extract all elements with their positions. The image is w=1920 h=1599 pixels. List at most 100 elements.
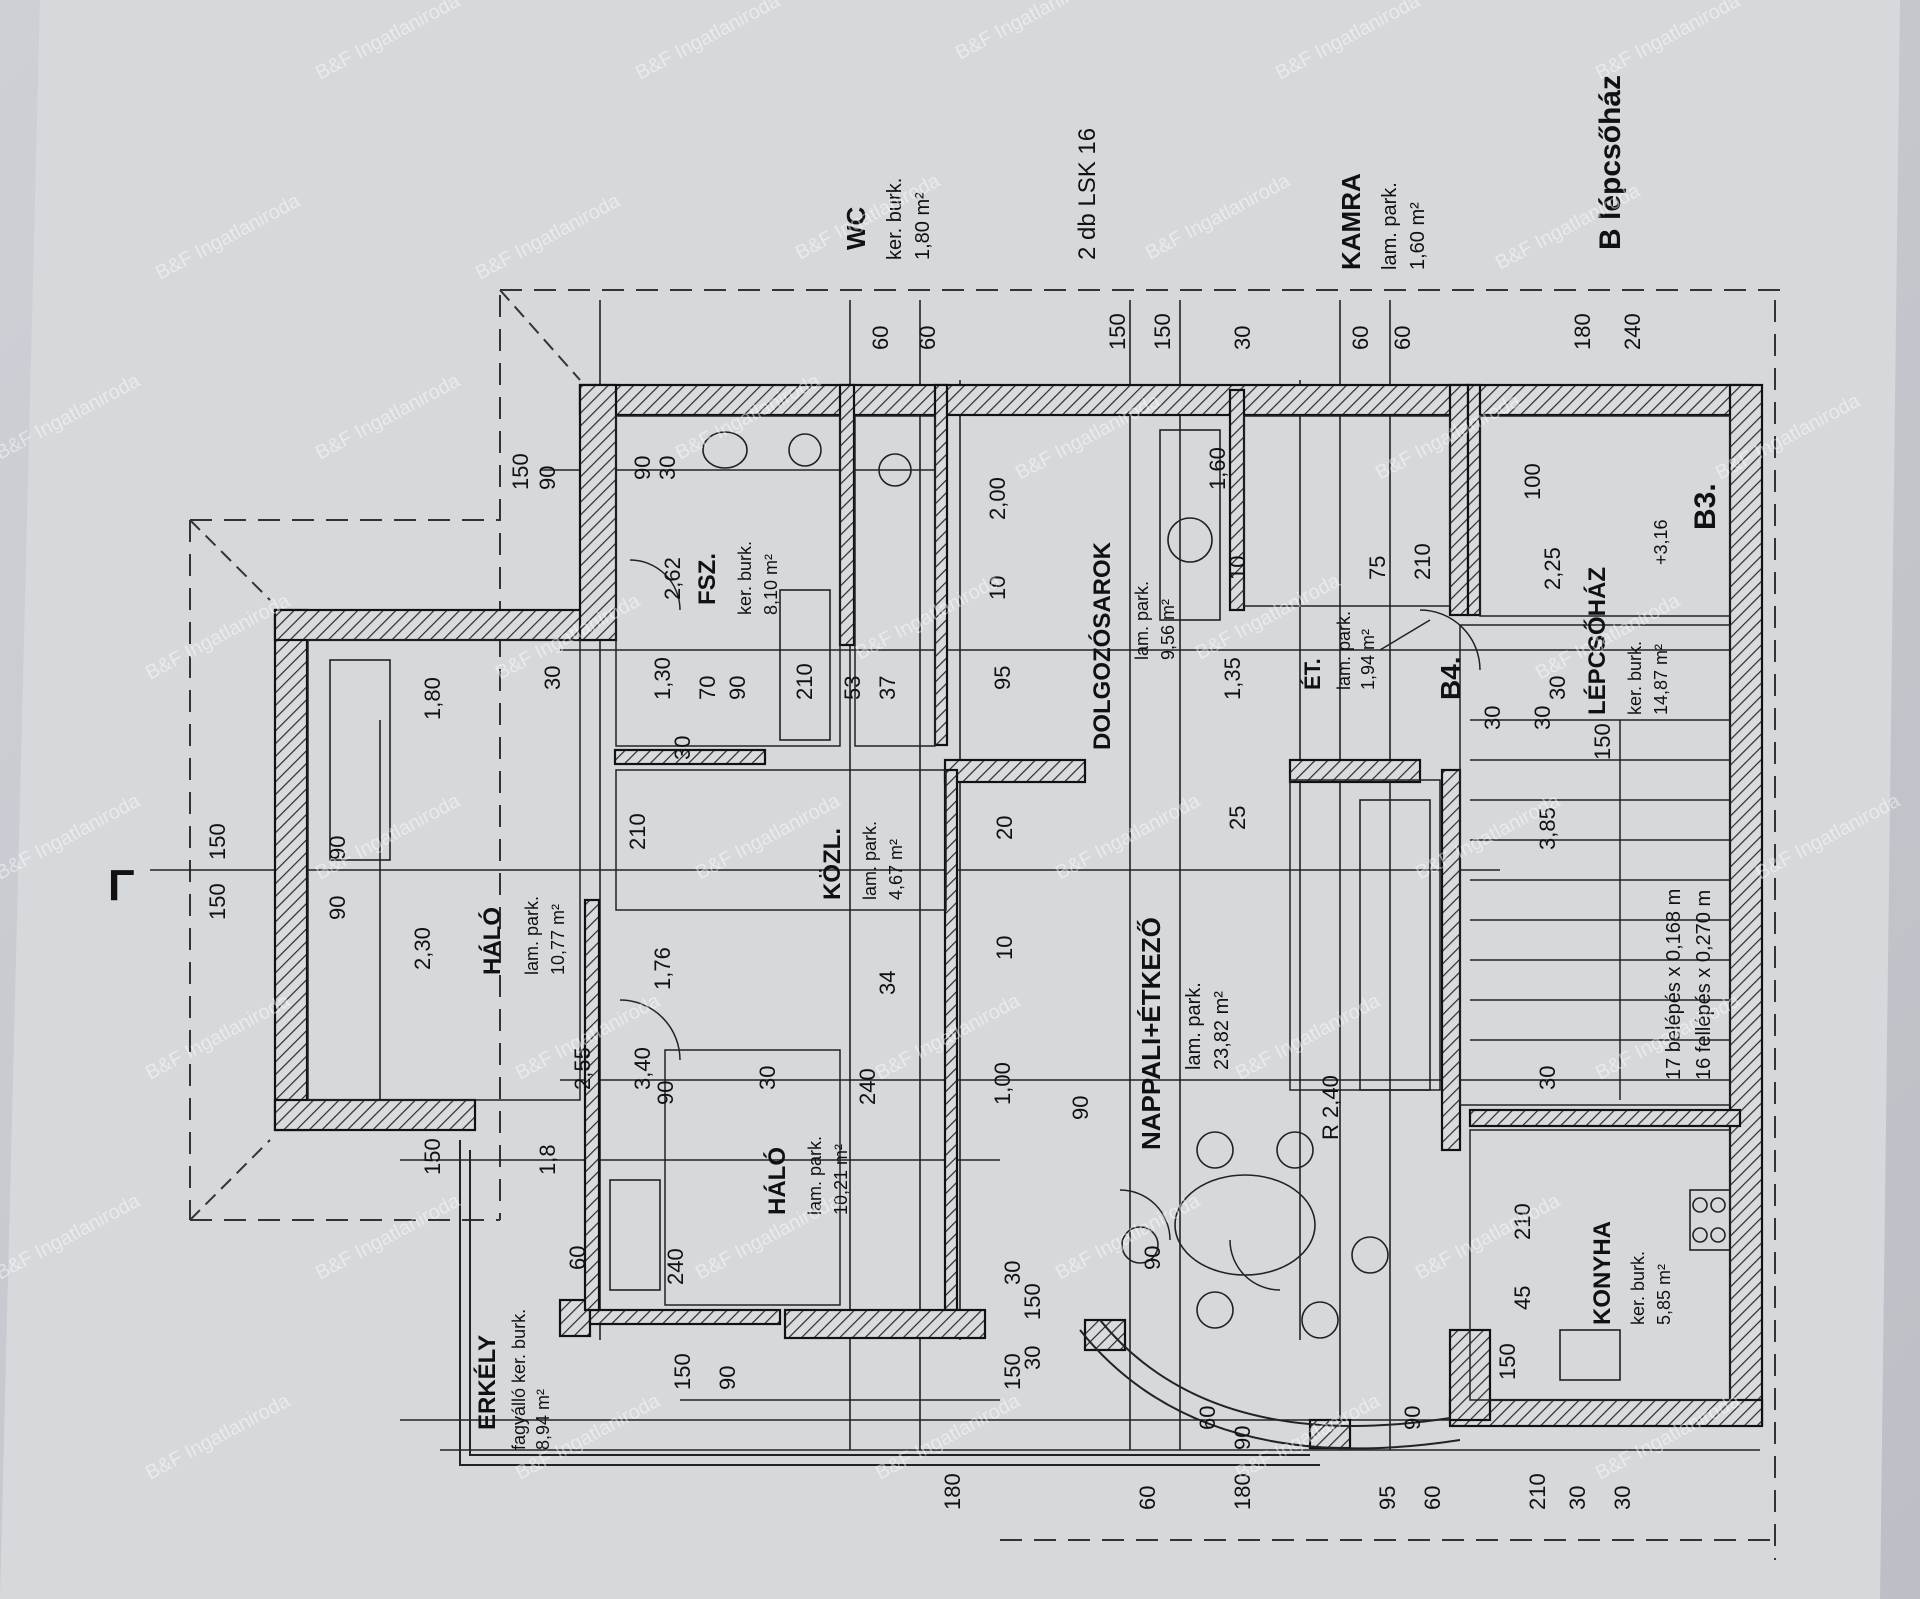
dimension-label: 2,00 <box>985 477 1010 520</box>
dimension-label: 240 <box>663 1248 688 1285</box>
wardrobe-1 <box>329 659 391 861</box>
dimension-label: 240 <box>1620 313 1645 350</box>
room-wc-finish: ker. burk. <box>884 178 906 260</box>
dimension-label: 37 <box>875 676 900 700</box>
dimension-label: 95 <box>990 666 1015 690</box>
lsk-label: 2 db LSK 16 <box>1074 128 1101 260</box>
room-fsz-area: 8,10 m² <box>761 554 781 615</box>
dimension-label: 34 <box>875 971 900 995</box>
room-wc-area: 1,80 m² <box>912 192 934 260</box>
dimension-label: 150 <box>1590 723 1615 760</box>
shower-fsz <box>779 589 831 741</box>
dimension-label: 95 <box>1375 1486 1400 1510</box>
room-halo2-name: HÁLÓ <box>763 1147 791 1215</box>
dimension-label: 3,40 <box>630 1047 655 1090</box>
dimension-label: 150 <box>508 453 533 490</box>
room-halo1-area: 10,77 m² <box>548 904 568 975</box>
room-kamra-finish: lam. park. <box>1379 182 1401 270</box>
room-kozl-area: 4,67 m² <box>886 839 906 900</box>
dimension-label: 90 <box>325 836 350 860</box>
diagonal-guides <box>189 289 581 1221</box>
dimension-label: 210 <box>1525 1473 1550 1510</box>
dimension-label: 60 <box>868 326 893 350</box>
dimension-label: 210 <box>625 813 650 850</box>
room-dolgozosarok-finish: lam. park. <box>1132 581 1152 660</box>
room-erkely-area: 8,94 m² <box>533 1389 553 1450</box>
dimension-label: 30 <box>1610 1486 1635 1510</box>
dimension-label: 30 <box>1530 706 1555 730</box>
label-b3: B3. <box>1689 483 1722 530</box>
desk <box>1159 429 1221 621</box>
dimension-label: 100 <box>1520 463 1545 500</box>
dimension-label: 150 <box>205 883 230 920</box>
room-konyha-area: 5,85 m² <box>1654 1264 1674 1325</box>
dimension-label: 75 <box>1365 556 1390 580</box>
dimension-label: 150 <box>205 823 230 860</box>
dimension-label: 240 <box>855 1068 880 1105</box>
dimension-label: 60 <box>1390 326 1415 350</box>
wardrobe-2 <box>609 1179 661 1291</box>
dimension-label: 90 <box>1230 1426 1255 1450</box>
dimension-label: 10 <box>1225 556 1250 580</box>
section-mark: Γ <box>108 861 134 910</box>
dimension-label: 210 <box>1510 1203 1535 1240</box>
room-kamra-name: KAMRA <box>1336 173 1366 270</box>
dimension-label: 30 <box>1000 1261 1025 1285</box>
dimension-label: 2,30 <box>410 927 435 970</box>
dimension-label: 60 <box>1348 326 1373 350</box>
room-halo1-finish: lam. park. <box>522 896 542 975</box>
room-erkely-name: ERKÉLY <box>473 1335 501 1430</box>
fixtures <box>329 429 1731 1381</box>
room-fsz-finish: ker. burk. <box>735 541 755 615</box>
toilet-wc <box>878 453 912 487</box>
chair-2 <box>1276 1131 1314 1169</box>
dining-table <box>1174 1174 1316 1276</box>
dimension-label: 60 <box>1195 1406 1220 1430</box>
label-b4: B4. <box>1435 656 1466 700</box>
dimension-label: 90 <box>325 896 350 920</box>
dimension-label: 30 <box>755 1066 780 1090</box>
room-lepcsohaz-area: 14,87 m² <box>1651 644 1671 715</box>
toilet-fsz <box>702 431 748 469</box>
dimension-label: 70 <box>695 676 720 700</box>
room-nappali-area: 23,82 m² <box>1211 991 1233 1070</box>
dimension-label: 90 <box>715 1366 740 1390</box>
chair-1 <box>1196 1131 1234 1169</box>
dimension-label: 30 <box>1545 676 1570 700</box>
dimension-label: 1,30 <box>650 657 675 700</box>
dimension-label: 90 <box>630 456 655 480</box>
dashed-guides <box>189 289 1780 1560</box>
dimension-label: 53 <box>840 676 865 700</box>
room-erkely-finish: fagyálló ker. burk. <box>509 1309 529 1450</box>
dimension-label: 25 <box>1225 806 1250 830</box>
dimension-label: 150 <box>1495 1343 1520 1380</box>
dimension-label: 150 <box>1000 1353 1025 1390</box>
room-dolgozosarok-area: 9,56 m² <box>1158 599 1178 660</box>
dimension-label: 20 <box>992 816 1017 840</box>
kitchen-sink <box>1559 1329 1621 1381</box>
dimension-label: 30 <box>670 736 695 760</box>
room-halo2-area: 10,21 m² <box>831 1144 851 1215</box>
room-konyha-name: KONYHA <box>1589 1221 1616 1325</box>
dimension-label: 1,60 <box>1205 447 1230 490</box>
dimension-label: 60 <box>915 326 940 350</box>
dimension-label: 1,76 <box>650 947 675 990</box>
dimension-label: 30 <box>1230 326 1255 350</box>
room-lepcsohaz-level: +3,16 <box>1651 519 1671 565</box>
dimension-label: 150 <box>1020 1283 1045 1320</box>
room-nappali-finish: lam. park. <box>1183 982 1205 1070</box>
walls <box>273 383 1764 1450</box>
dimension-label: 150 <box>1105 313 1130 350</box>
dimension-label: 2,25 <box>1540 547 1565 590</box>
dimension-label: 180 <box>940 1473 965 1510</box>
chair-6 <box>1301 1301 1339 1339</box>
dimension-label: 30 <box>1480 706 1505 730</box>
dimension-label: 180 <box>1230 1473 1255 1510</box>
sink-fsz <box>788 433 822 467</box>
room-halo1-name: HÁLÓ <box>478 907 506 975</box>
dimension-label: 45 <box>1510 1286 1535 1310</box>
dimension-label: 210 <box>792 663 817 700</box>
